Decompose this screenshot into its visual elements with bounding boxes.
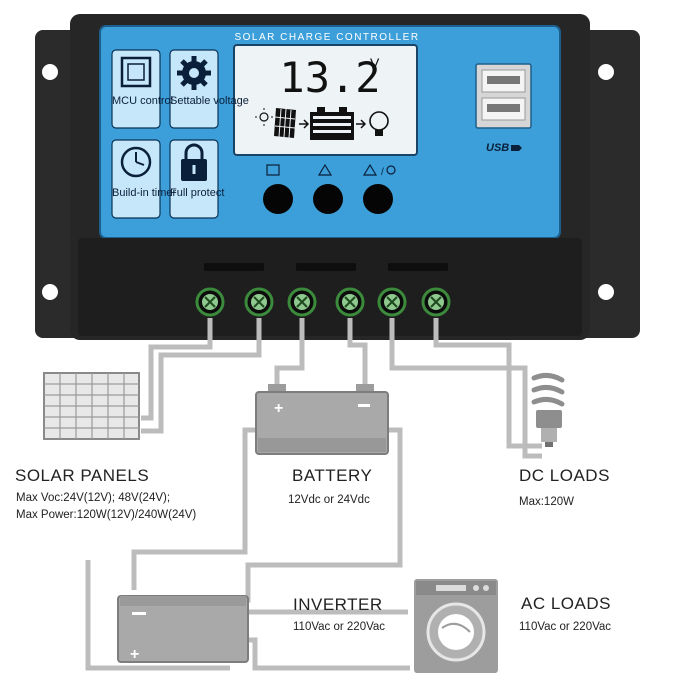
wire-inverter-pos — [131, 427, 257, 590]
ac-loads-spec: 110Vac or 220Vac — [519, 621, 612, 633]
wire-solar-pos — [141, 318, 213, 421]
terminal-screw-5 — [377, 287, 407, 317]
terminal-block — [78, 238, 582, 336]
mount-hole — [598, 64, 614, 80]
battery-illustration: + — [255, 384, 389, 455]
wire-inverter-out-a — [85, 560, 230, 671]
arrow-right-icon — [356, 119, 367, 129]
sun-icon — [255, 108, 273, 126]
usb-icon — [511, 145, 522, 151]
controller-header: SOLAR CHARGE CONTROLLER — [234, 32, 419, 43]
gear-icon — [177, 56, 211, 90]
feature-timer — [111, 139, 161, 219]
wire-battery-pos — [274, 318, 305, 390]
wire-inverter-out-b — [232, 637, 410, 671]
washing-machine-illustration — [414, 579, 498, 673]
mount-hole — [42, 284, 58, 300]
solar-panel-illustration — [43, 372, 140, 440]
up-icon — [317, 163, 333, 176]
inverter-title: INVERTER — [293, 595, 383, 614]
svg-text:/: / — [381, 167, 384, 178]
feature-mcu — [111, 49, 161, 129]
cfl-bulb-illustration — [531, 372, 565, 447]
dc-loads-spec: Max:120W — [519, 496, 574, 508]
lcd-solar-panel-icon — [274, 108, 296, 139]
terminal-screw-6 — [421, 287, 451, 317]
terminal-screw-3 — [287, 287, 317, 317]
battery-title: BATTERY — [292, 466, 373, 485]
wire-inverter-neg — [232, 427, 403, 603]
arrow-right-icon — [299, 119, 310, 129]
charge-controller: SOLAR CHARGE CONTROLLER — [35, 14, 640, 340]
terminal-screw-4 — [335, 287, 365, 317]
lcd-display: 13.2 V — [233, 44, 418, 156]
feature-protect-label: Full protect — [170, 187, 225, 199]
lcd-voltage-unit: V — [370, 55, 380, 71]
menu-button-group: / — [263, 163, 396, 214]
inverter-illustration: + — [117, 595, 249, 663]
feature-voltage-label: Settable voltage — [170, 95, 249, 107]
clock-icon — [120, 146, 152, 178]
wire-load-neg — [433, 318, 542, 449]
feature-protect — [169, 139, 219, 219]
terminal-screw-2 — [244, 287, 274, 317]
solar-panels-spec-power: Max Power:120W(12V)/240W(24V) — [16, 509, 197, 521]
wire-solar-neg — [141, 318, 262, 434]
usb-label: USB — [486, 142, 509, 154]
lcd-battery-icon — [310, 107, 354, 140]
mount-hole — [598, 284, 614, 300]
feature-timer-label: Build-in timer — [112, 187, 177, 199]
terminal-screws — [195, 287, 451, 317]
svg-text:+: + — [274, 400, 283, 417]
solar-panels-spec-voc: Max Voc:24V(12V); 48V(24V); — [16, 492, 171, 504]
dc-loads-title: DC LOADS — [519, 466, 610, 485]
up-button[interactable] — [313, 184, 343, 214]
menu-icon — [266, 164, 280, 176]
usb-port[interactable] — [475, 63, 532, 129]
ac-loads-title: AC LOADS — [521, 594, 611, 613]
wire-battery-neg — [347, 318, 368, 390]
terminal-screw-1 — [195, 287, 225, 317]
bulb-icon — [369, 111, 389, 136]
down-icon — [362, 163, 378, 176]
lock-icon — [181, 143, 207, 181]
solar-panels-title: SOLAR PANELS — [15, 466, 150, 485]
menu-button[interactable] — [263, 184, 293, 214]
wire-load-pos — [389, 318, 542, 459]
inverter-spec: 110Vac or 220Vac — [293, 621, 386, 633]
terminal-symbols — [204, 263, 448, 271]
feature-mcu-label: MCU control — [112, 95, 174, 107]
down-load-button[interactable] — [363, 184, 393, 214]
battery-spec: 12Vdc or 24Vdc — [288, 494, 370, 506]
mount-hole — [42, 64, 58, 80]
feature-voltage — [169, 49, 219, 129]
svg-text:+: + — [130, 646, 139, 663]
light-icon — [386, 165, 396, 175]
chip-icon — [120, 56, 152, 88]
lcd-voltage-value: 13.2 — [279, 53, 380, 102]
